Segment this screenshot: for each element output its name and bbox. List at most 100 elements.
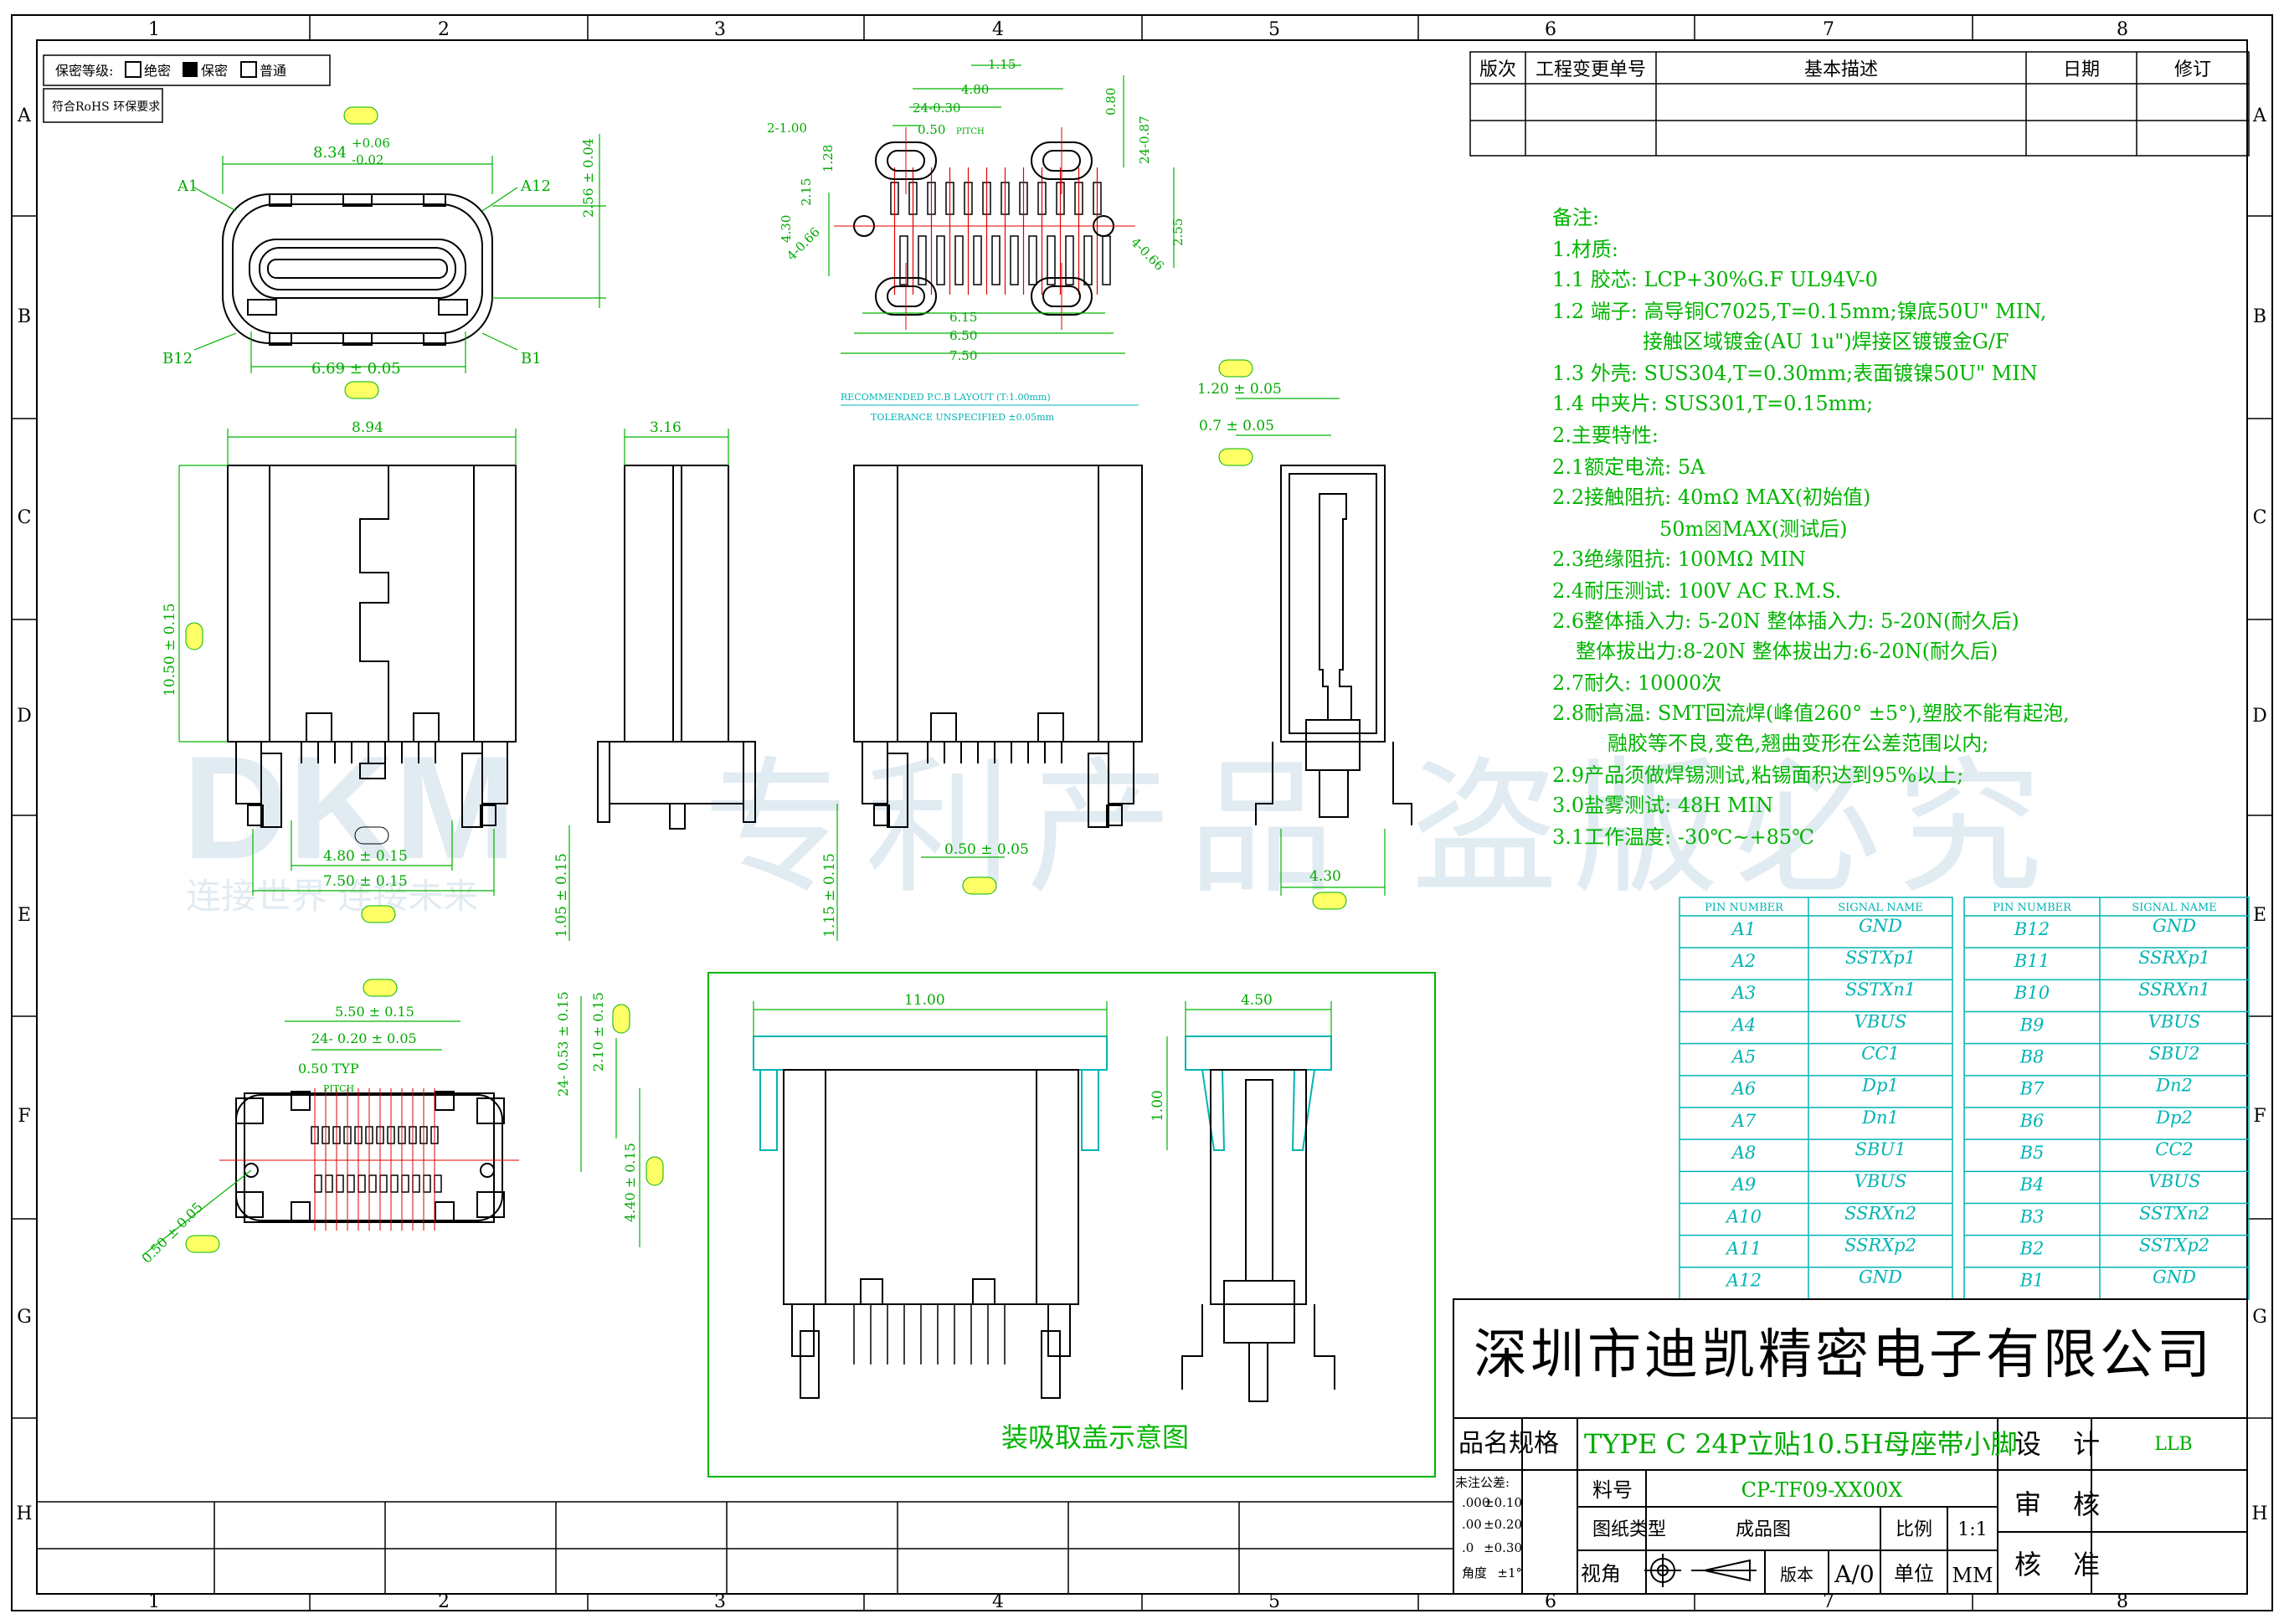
pin-signal: SSRXp2 [1844,1236,1916,1256]
row-label: C [18,507,32,528]
security-box: 保密等级: 绝密 保密 普通 符合RoHS 环保要求 [43,54,331,123]
bottom-pin [434,1174,442,1193]
dim-0505: 0.50 ± 0.05 [138,1199,205,1266]
bottom-tab [476,1191,505,1218]
tol-label: 未注公差: [1455,1475,1510,1490]
dim-066b: 4-0.66 [1128,234,1167,274]
pin-number: A8 [1731,1143,1757,1163]
pin-header-number: PIN NUMBER [1993,902,2072,914]
pin-number: A10 [1725,1206,1762,1226]
dim-1100: 11.00 [904,992,945,1009]
dim-450: 4.50 [1241,992,1273,1009]
bottom-pin [325,1174,333,1193]
part-value: CP-TF09-XX00X [1741,1478,1903,1502]
pin-signal: SSRXn1 [2138,979,2210,1000]
bottom-pin [390,1174,399,1193]
tol-val: ±1° [1497,1565,1522,1580]
bottom-hole [244,1163,259,1178]
frame-labels: 1 2 3 4 5 6 7 8 1 2 3 4 5 6 7 8 A B C D … [16,19,2267,1612]
tol-key: 角度 [1462,1565,1487,1580]
pin-signal: SBU1 [1855,1139,1906,1159]
pin-number: A4 [1731,1015,1757,1035]
dim-2420: 24- 0.20 ± 0.05 [311,1030,417,1046]
watermark-slogan: 连接世界 连接未来 [186,876,478,917]
note-line: 1.2 端子: 高导铜C7025,T=0.15mm;镍底50U" MIN, [1552,300,2046,323]
pcb-caption1: RECOMMENDED P.C.B LAYOUT (T:1.00mm) [841,392,1051,403]
security-label: 保密等级: [55,63,113,79]
watermark-big: 专利产品 盗版必究 [703,744,2058,914]
dim-430b: 4.30 [1309,868,1341,885]
unit-label: 单位 [1894,1562,1934,1585]
row-label: H [16,1503,32,1524]
dim-128: 1.28 [820,145,836,172]
checkbox-empty-icon [125,61,141,78]
col-label: 2 [438,19,450,40]
col-label: 5 [1268,19,1280,40]
note-line: 2.9产品须做焊锡测试,粘锡面积达到95%以上; [1552,763,1963,787]
title-block [36,1298,2248,1595]
rev-header: 基本描述 [1804,59,1878,80]
scale-value: 1:1 [1957,1519,1987,1540]
bottom-peg [435,1201,455,1221]
pcb-pad [1047,235,1056,285]
pin-signal: SSRXp1 [2138,948,2210,968]
note-line: 2.6整体插入力: 5-20N 整体插入力: 5-20N(耐久后) [1552,609,2019,633]
pin-signal: Dp2 [2155,1108,2193,1128]
pin-signal: SSRXn2 [1844,1203,1916,1223]
bottom-dim-leader [141,1169,252,1257]
pin-signal: VBUS [1854,1011,1907,1031]
note-line: 2.7耐久: 10000次 [1552,671,1721,695]
review-label: 审 核 [2014,1488,2112,1520]
pin-number: B1 [2019,1271,2045,1291]
pitch-label: PITCH [956,127,985,136]
design-label: 设 计 [2014,1428,2112,1460]
row-label: D [2252,706,2267,727]
dim-256: 2.56 ± 0.04 [580,138,596,218]
pin-signal: SSTXp1 [1845,948,1916,968]
pin-number: B10 [2014,983,2050,1003]
pin-number: A7 [1731,1111,1757,1131]
col-label: 8 [2117,19,2128,40]
rev-header: 工程变更单号 [1536,59,1646,80]
row-label: G [17,1307,32,1328]
revision-headers: 版次 工程变更单号 基本描述 日期 修订 [1479,59,2211,80]
col-label: 3 [714,1591,726,1612]
col-label: 6 [1545,1591,1556,1612]
pickup-caption: 装吸取盖示意图 [1001,1421,1189,1453]
bottom-hole [480,1163,495,1178]
pin-signal: VBUS [2148,1011,2201,1031]
label-a12: A12 [520,177,551,195]
bottom-pin [412,1174,420,1193]
tol-val: ±0.20 [1484,1517,1522,1532]
pcb-dim-text: 1.15 4.80 24-0.30 0.50 PITCH 0.80 24-0.8… [767,57,1186,423]
bottom-peg [291,1091,311,1111]
bottom-tab [235,1191,264,1218]
projection-symbol-icon [1644,1554,1757,1587]
pin-number: B8 [2019,1047,2045,1067]
col-label: 3 [714,19,726,40]
dim-050: 0.50 [918,122,945,137]
unit-value: MM [1952,1564,1993,1587]
bottom-pin [314,1174,322,1193]
dim-050b: 0.50 ± 0.05 [944,841,1029,858]
note-line: 2.2接触阻抗: 40mΩ MAX(初始值) [1552,486,1870,509]
pcb-caption2: TOLERANCE UNSPECIFIED ±0.05mm [871,412,1055,423]
approve-label: 核 准 [2014,1549,2112,1580]
col-label: 2 [438,1591,450,1612]
row-label: D [17,706,32,727]
front-elevation-dims [178,429,570,941]
bottom-tab [235,1097,264,1124]
dim-minus002: -0.02 [352,152,383,167]
dim-080: 0.80 [1103,88,1119,116]
pin-header-signal: SIGNAL NAME [1838,902,1923,914]
back-dims [836,804,1005,941]
dim-480b: 4.80 ± 0.15 [323,848,408,865]
col-label: 5 [1268,1591,1280,1612]
dim-050typ: 0.50 TYP [298,1061,359,1077]
note-line: 2.4耐压测试: 100V AC R.M.S. [1552,579,1841,603]
tol-key: .000 [1462,1495,1489,1510]
dim-615: 6.15 [949,310,977,325]
type-label: 图纸类型 [1592,1519,1666,1540]
note-line: 3.0盐雾测试: 48H MIN [1552,794,1773,817]
